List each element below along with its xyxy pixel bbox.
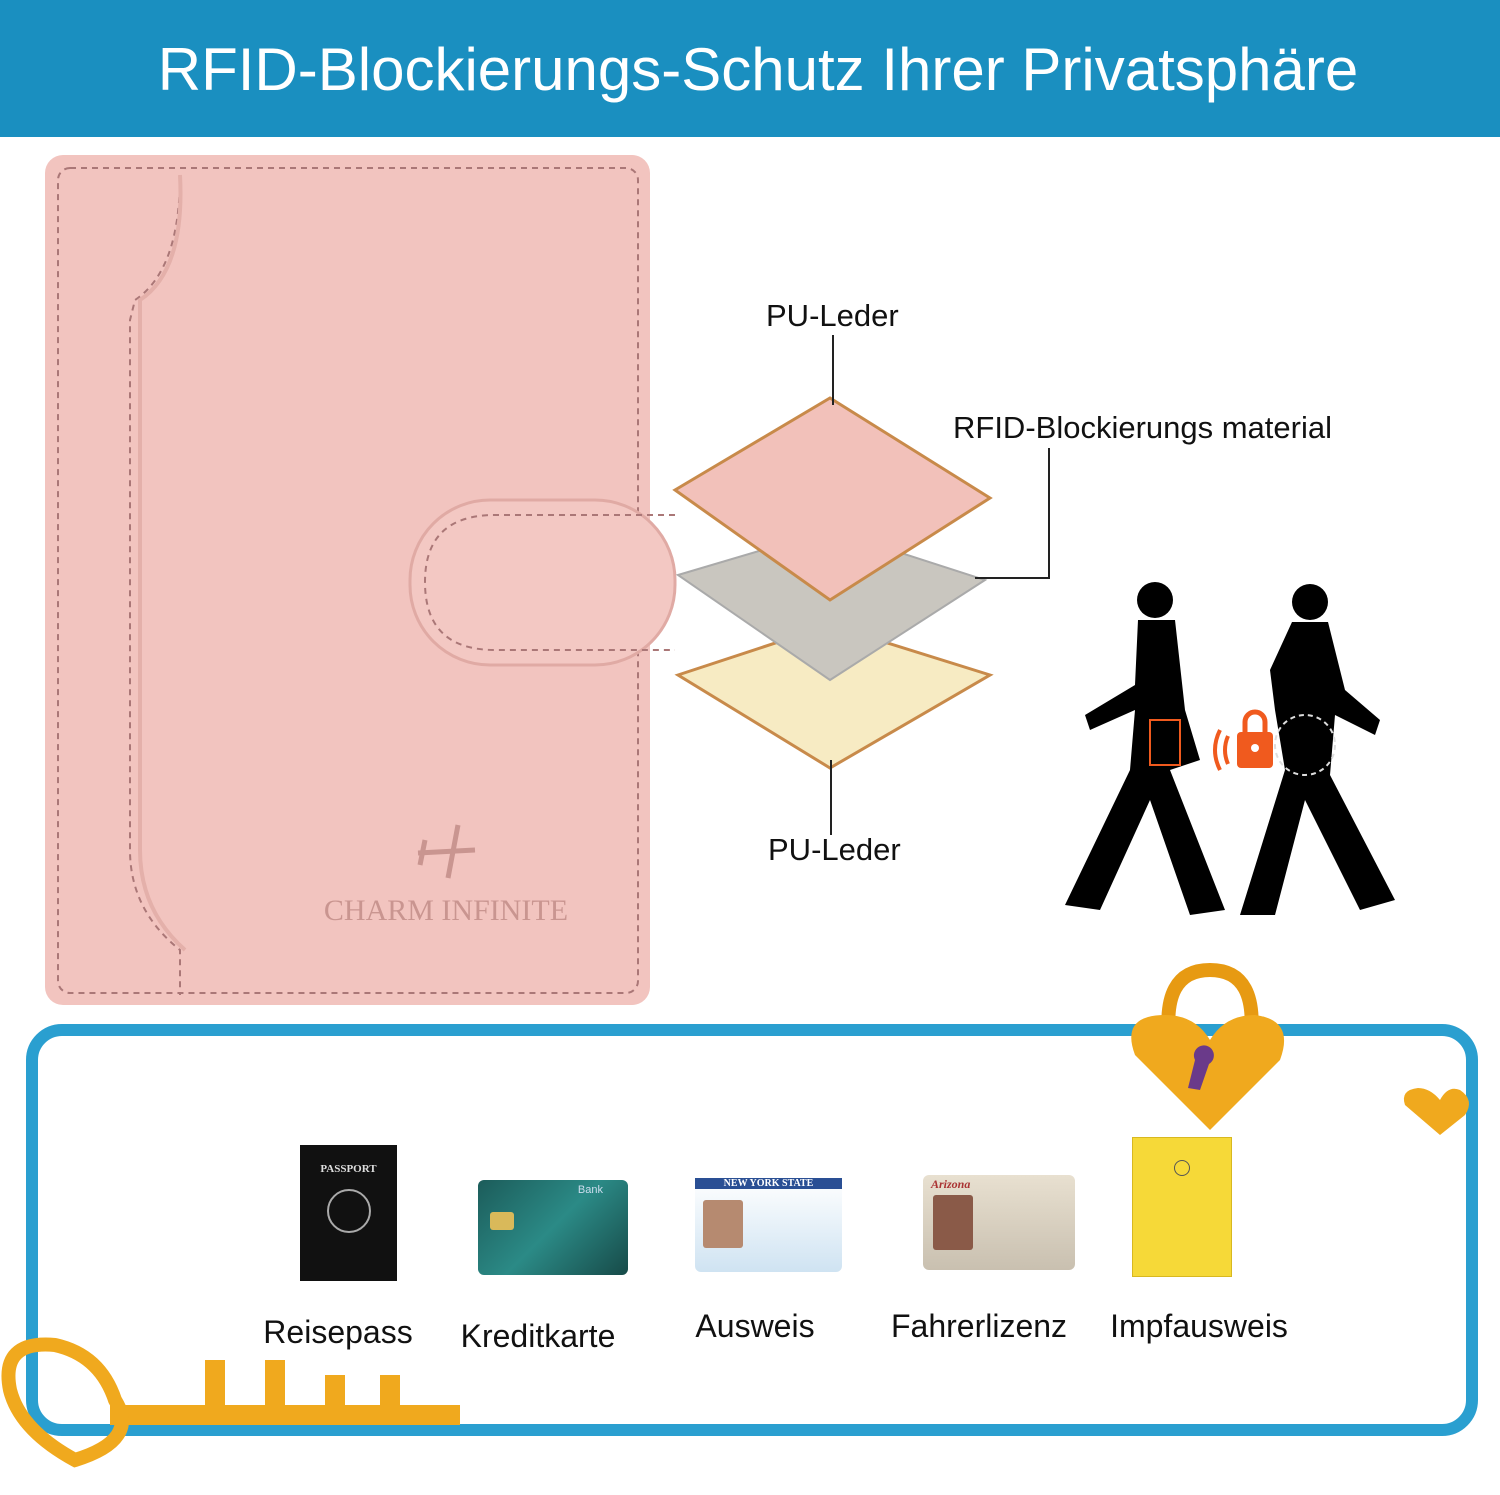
bottom-layer-label: PU-Leder (768, 832, 901, 867)
layer-diagram (672, 396, 994, 770)
key-icon (1, 1337, 460, 1468)
heart-lock-icon (1131, 962, 1285, 1130)
top-leather-layer (672, 396, 993, 602)
heart-icon (1403, 1088, 1469, 1135)
item-label: Reisepass (263, 1314, 413, 1350)
passport-wallet: CHARM INFINITE (45, 155, 677, 1005)
wallet-brand: CHARM INFINITE (324, 894, 568, 927)
item-label: Impfausweis (1110, 1308, 1288, 1344)
id-card-icon: NEW YORK STATE (695, 1178, 842, 1272)
credit-card-icon: Bank (478, 1180, 628, 1275)
airplane-icon (417, 824, 476, 879)
card-reader-icon (1149, 719, 1181, 766)
walking-people-illustration (1065, 582, 1395, 915)
passport-icon: PASSPORT (300, 1145, 397, 1281)
wallet-icon (1274, 714, 1336, 776)
document-frame (1, 962, 1478, 1468)
top-layer-label: PU-Leder (766, 298, 899, 333)
item-label: Fahrerlizenz (890, 1308, 1068, 1344)
item-label: Ausweis (695, 1308, 815, 1344)
middle-layer-label: RFID-Blockierungs material (953, 410, 1332, 445)
lock-icon (1213, 709, 1273, 771)
driver-license-icon: Arizona (923, 1175, 1075, 1270)
header-banner (0, 0, 1500, 137)
page-title: RFID-Blockierungs-Schutz Ihrer Privatsph… (157, 36, 1359, 103)
vaccination-card-icon (1132, 1137, 1232, 1277)
item-label: Kreditkarte (460, 1318, 616, 1354)
